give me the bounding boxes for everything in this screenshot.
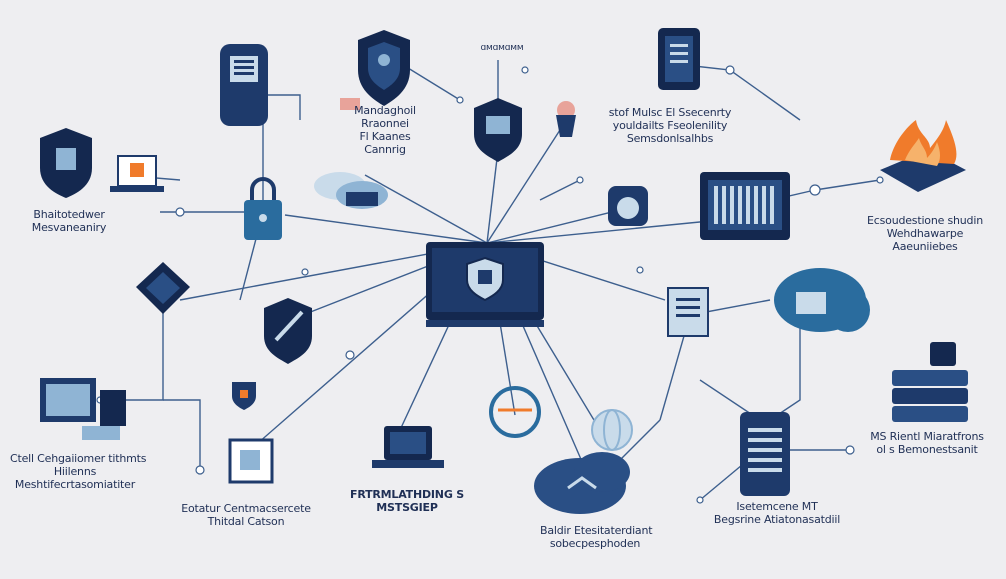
shield-person-icon xyxy=(358,30,410,106)
label-line: Wehdhawarpe xyxy=(886,227,964,240)
bottom-center-right-label: Baldir Etesitaterdiant sobecpesphoden xyxy=(540,524,653,550)
label-line: sobecpesphoden xyxy=(549,537,641,550)
tablet-document-icon xyxy=(658,28,700,90)
bottom-right-label: MS Rientl Miaratfrons ol s Bemonestsanit xyxy=(862,430,992,456)
label-line: Eotatur Centmacsercete xyxy=(181,502,311,515)
label-line: ɑᴍɑᴍɑᴍᴍ xyxy=(480,43,524,53)
hand-server-icon xyxy=(740,412,790,496)
label-line: stof Mulsc El Ssecenrty xyxy=(608,106,732,119)
cloud-server-icon xyxy=(774,268,870,332)
label-line: Ctell Cehgaiiomer tithmts xyxy=(10,452,147,465)
bottom-left-label: Ctell Cehgaiiomer tithmts Hiilenns Mesht… xyxy=(10,452,147,491)
label-line: ol s Bemonestsanit xyxy=(876,443,978,456)
label-line: youldailts Fseolenility xyxy=(612,119,728,132)
label-line: Mesvaneaniry xyxy=(31,221,107,234)
label-line: Rraonnei xyxy=(361,117,409,130)
bottom-right-center-label: Isetemcene MT Begsrine Atiatonasatdiil xyxy=(712,500,842,526)
document-panel-icon xyxy=(220,44,268,126)
label-line: Cannrig xyxy=(364,143,406,156)
padlock-icon xyxy=(244,177,282,240)
label-line: Begsrine Atiatonasatdiil xyxy=(713,513,841,526)
label-line: Hiilenns xyxy=(53,465,97,478)
bottom-center-label: FRTRMLATHDING S MSTSGIEP xyxy=(342,488,472,514)
label-line: Aaeuniiebes xyxy=(892,240,958,253)
label-line: Mandaghoil xyxy=(354,104,416,117)
monitor-chart-icon xyxy=(228,438,274,484)
label-line: FRTRMLATHDING S xyxy=(350,488,464,501)
cloud-network-icon xyxy=(314,172,388,209)
document-card-icon xyxy=(667,287,709,337)
shield-alert-icon xyxy=(232,382,256,410)
laptop-lock-icon xyxy=(40,128,164,198)
no-entry-icon xyxy=(340,98,576,137)
globe-icon xyxy=(489,386,633,451)
shield-check-icon xyxy=(608,186,648,226)
label-line: MS Rientl Miaratfrons xyxy=(870,430,984,443)
label-line: MSTSGIEP xyxy=(376,501,438,514)
label-line: Isetemcene MT xyxy=(736,500,818,513)
fire-server-icon xyxy=(880,120,966,192)
upper-left-label-block: Mandaghoil Rraonnei Fl Kaanes Cannrig xyxy=(330,104,440,156)
upper-right-label-block: stof Mulsc El Ssecenrty youldailts Fseol… xyxy=(600,106,740,145)
server-stack-lock-icon xyxy=(892,342,968,422)
right-mid-label: Ecsoudestione shudin Wehdhawarpe Aaeunii… xyxy=(860,214,990,253)
label-line: Bhaitotedwer xyxy=(33,208,105,221)
bottom-center-left-label: Eotatur Centmacsercete Thitdal Catson xyxy=(176,502,316,528)
label-line: Meshtifecrtasomiatiter xyxy=(14,478,136,491)
top-center-label: ɑᴍɑᴍɑᴍᴍ xyxy=(472,42,532,55)
label-line: Fl Kaanes xyxy=(359,130,411,143)
label-line: Semsdonlsalhbs xyxy=(626,132,714,145)
shield-crossed-icon xyxy=(264,298,312,364)
label-line: Thitdal Catson xyxy=(207,515,285,528)
label-line: Ecsoudestione shudin xyxy=(867,214,983,227)
cloud-data-icon xyxy=(534,452,630,514)
server-rack-monitor-icon xyxy=(700,172,790,240)
desktop-computer-icon xyxy=(40,378,126,440)
left-mid-label: Bhaitotedwer Mesvaneaniry xyxy=(14,208,124,234)
label-line: Baldir Etesitaterdiant xyxy=(540,524,653,537)
central-monitor-shield-icon xyxy=(426,242,544,327)
shield-diamond-icon xyxy=(136,262,190,314)
shield-monitor-icon xyxy=(474,98,522,162)
laptop-icon xyxy=(372,426,444,468)
